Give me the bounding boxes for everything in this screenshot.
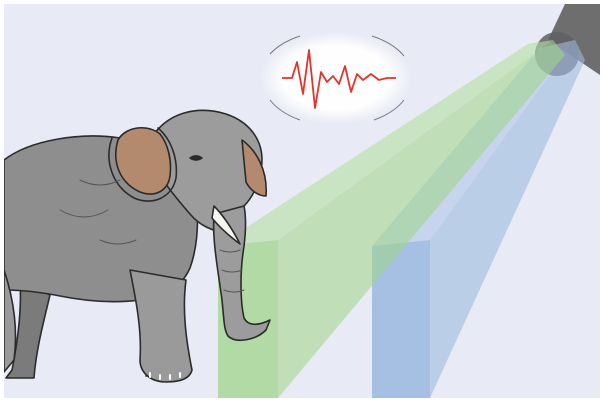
signal-bubble [260,32,412,124]
